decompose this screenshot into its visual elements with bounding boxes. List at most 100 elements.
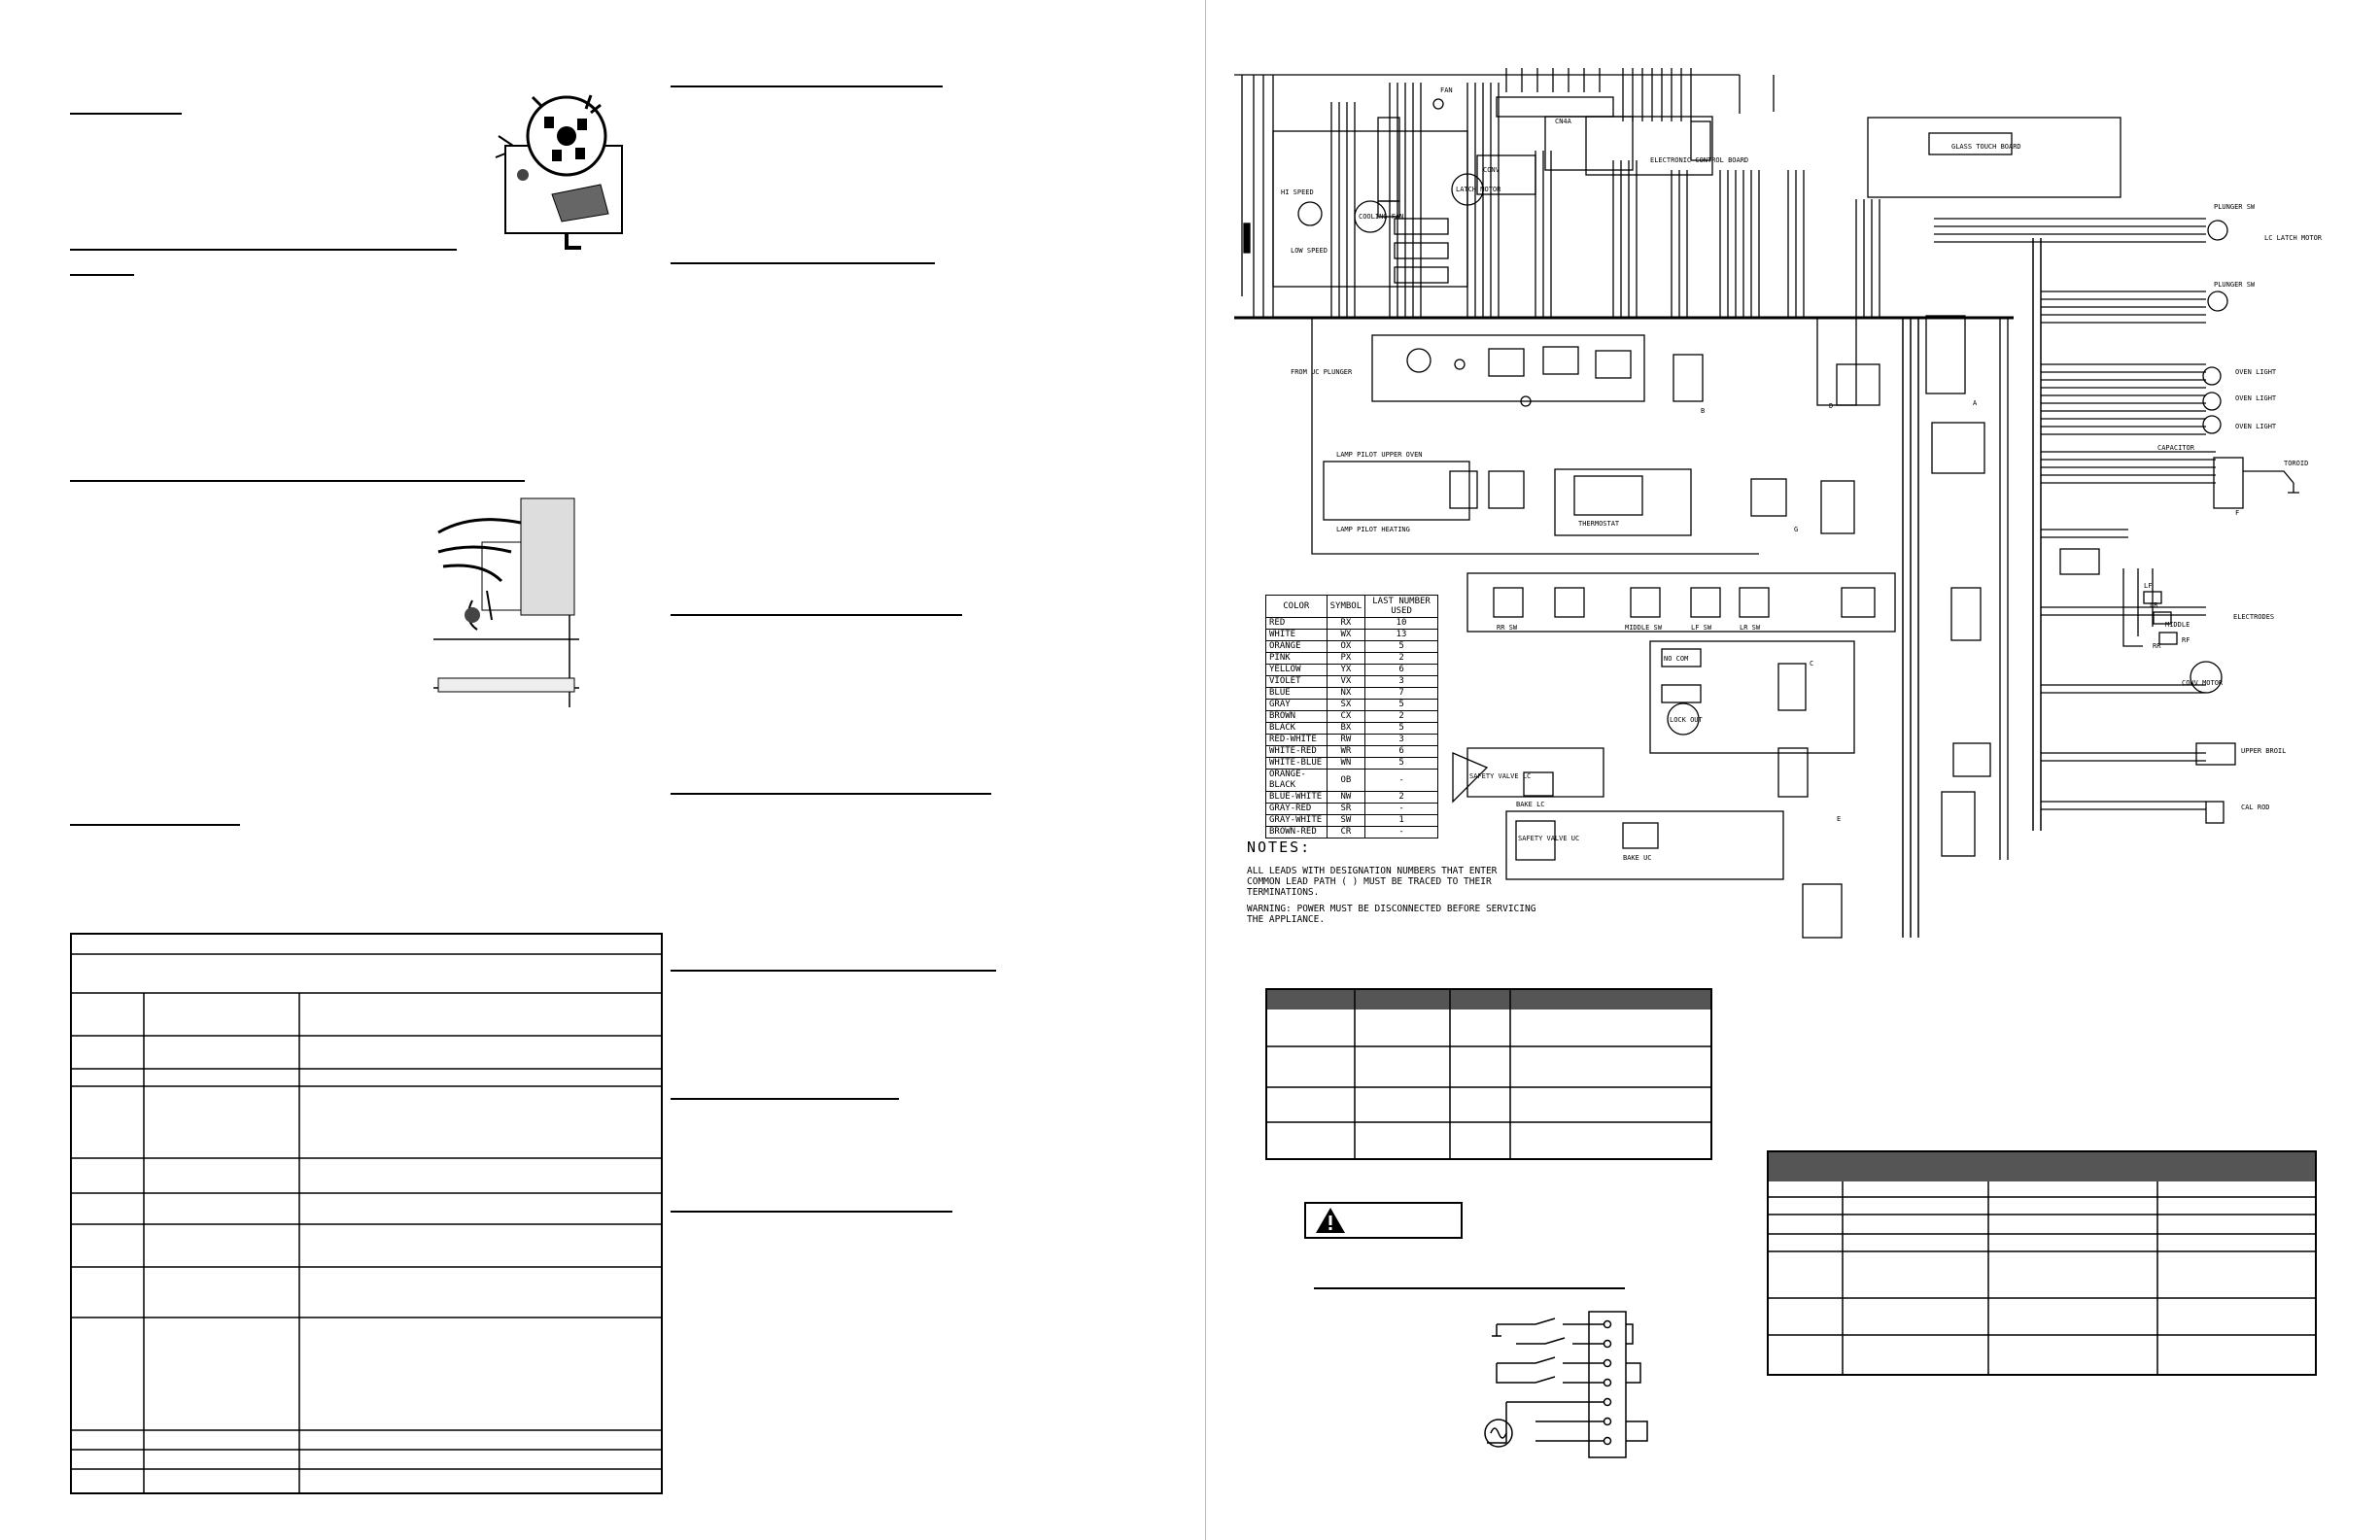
oven-light-2-label: OVEN LIGHT [2235,394,2277,402]
oven-light-3-label: OVEN LIGHT [2235,423,2277,430]
bake-lc-label: BAKE LC [1516,801,1545,808]
cell-symbol: SR [1326,803,1366,815]
cell-symbol: SX [1326,699,1366,711]
section-rule [70,824,240,826]
lc-latch-motor-label: LC LATCH MOTOR [2264,234,2323,242]
connector-e-label: E [1837,815,1841,823]
cell-color: ORANGE [1265,640,1328,653]
cell-symbol: CX [1326,710,1366,723]
switch-schematic [1484,1311,1648,1458]
mid-rule-6 [671,1098,899,1100]
latch-motor-label: LATCH MOTOR [1456,186,1501,193]
cell-color: BROWN [1265,710,1328,723]
cell-last-number: 5 [1364,699,1438,711]
rr-label: RR [2153,642,2161,650]
cell-last-number: 3 [1364,734,1438,746]
cell-color: WHITE-BLUE [1265,757,1328,770]
cell-last-number: 2 [1364,710,1438,723]
cell-symbol: YX [1326,664,1366,676]
wiring-photo [433,497,579,707]
cell-last-number: 7 [1364,687,1438,700]
header-symbol: SYMBOL [1326,595,1366,618]
conv-motor-label: CONV MOTOR [2182,679,2224,687]
cell-color: GRAY-WHITE [1265,814,1328,827]
connector-c-label: C [1810,660,1813,667]
connector-a-label: A [1973,399,1978,407]
page-gutter [1205,0,1206,1540]
cell-last-number: - [1364,769,1438,792]
schematic-heading-rule [1314,1287,1625,1289]
rf-label: RF [2182,636,2190,644]
wiring-diagram: GLASS TOUCH BOARD FAN HI SPEED LOW SPEED… [1234,68,2323,939]
cell-last-number: 10 [1364,617,1438,630]
oven-light-1-label: OVEN LIGHT [2235,368,2277,376]
safety-valve-lc-label: SAFETY VALVE LC [1469,772,1531,780]
cell-symbol: BX [1326,722,1366,735]
section-rule [70,480,525,482]
cell-color: BROWN-RED [1265,826,1328,838]
conv-label: CONV [1483,166,1500,174]
connector-d-label: D [1829,402,1833,410]
notes-heading: NOTES: [1247,838,1312,856]
notes: NOTES: ALL LEADS WITH DESIGNATION NUMBER… [1247,838,1535,925]
cell-symbol: RX [1326,617,1366,630]
bake-uc-label: BAKE UC [1623,854,1652,862]
cell-color: RED [1265,617,1328,630]
lr-label: LR [2150,601,2158,609]
mid-rule-3 [671,614,962,616]
cell-symbol: OX [1326,640,1366,653]
warning-box [1304,1202,1463,1239]
notes-line-3: TERMINATIONS. [1247,887,1320,898]
cell-last-number: 2 [1364,652,1438,665]
plunger-sw-1-label: PLUNGER SW [2214,203,2256,211]
no-com-label: NO COM [1664,655,1688,663]
cell-last-number: - [1364,826,1438,838]
section-rule [70,249,457,251]
fan-label: FAN [1440,86,1453,94]
cell-symbol: NW [1326,791,1366,804]
cell-color: GRAY-RED [1265,803,1328,815]
notes-warning-1: WARNING: POWER MUST BE DISCONNECTED BEFO… [1247,904,1536,914]
cell-last-number: 6 [1364,664,1438,676]
cell-last-number: 5 [1364,757,1438,770]
lf-sw-label: LF SW [1691,624,1712,632]
connector-f-label: F [2235,509,2239,517]
low-speed-label: LOW SPEED [1291,247,1328,255]
middle-sw-label: MIDDLE SW [1625,624,1663,632]
cell-color: WHITE [1265,629,1328,641]
cell-last-number: 13 [1364,629,1438,641]
cell-symbol: RW [1326,734,1366,746]
electrodes-label: ELECTRODES [2233,613,2274,621]
cell-symbol: OB [1326,769,1366,792]
connector-g-label: G [1794,526,1798,533]
cell-color: BLACK [1265,722,1328,735]
mid-rule-5 [671,970,996,972]
upper-broil-label: UPPER BROIL [2241,747,2286,755]
cell-last-number: 3 [1364,675,1438,688]
plunger-sw-2-label: PLUNGER SW [2214,281,2256,289]
cell-color: BLUE-WHITE [1265,791,1328,804]
igniter-photo [495,94,623,250]
middle-table [1265,988,1712,1160]
lock-out-label: LOCK OUT [1670,716,1704,724]
lr-sw-label: LR SW [1740,624,1761,632]
cell-last-number: 6 [1364,745,1438,758]
mid-rule-4 [671,793,991,795]
cell-color: GRAY [1265,699,1328,711]
electronic-control-board-label: ELECTRONIC CONTROL BOARD [1650,156,1748,164]
cal-rod-label: CAL ROD [2241,804,2270,811]
cell-last-number: - [1364,803,1438,815]
mid-rule-7 [671,1211,952,1213]
hi-speed-label: HI SPEED [1281,188,1314,196]
safety-valve-uc-label: SAFETY VALVE UC [1518,835,1579,842]
cell-symbol: PX [1326,652,1366,665]
cell-symbol: VX [1326,675,1366,688]
